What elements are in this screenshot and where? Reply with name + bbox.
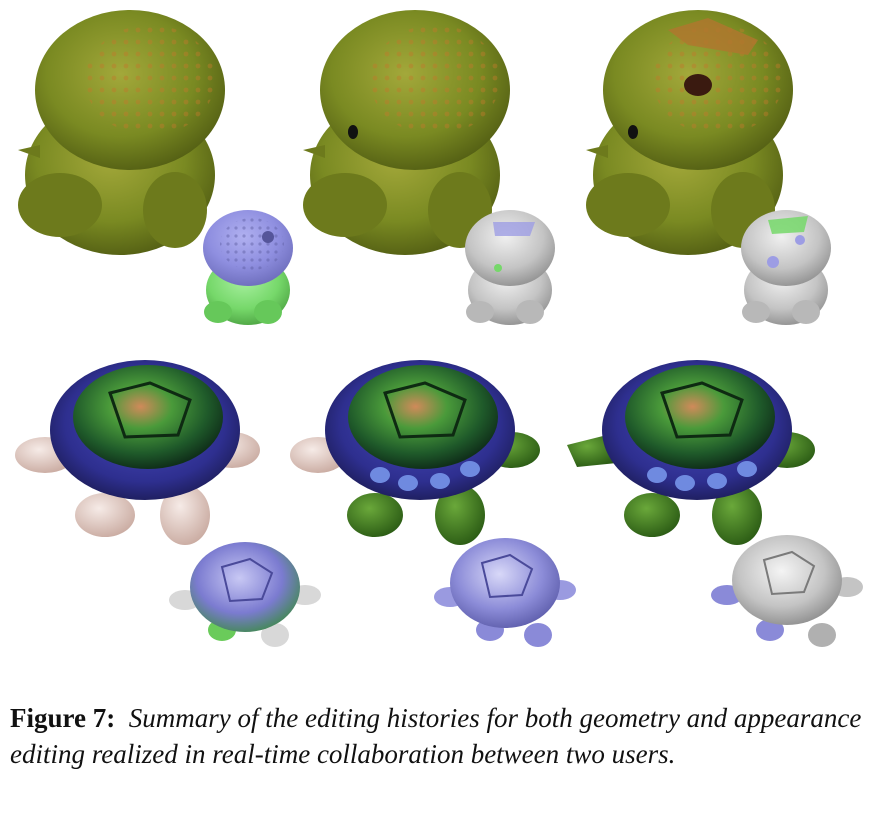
turtle-panel-3 (567, 360, 863, 647)
dino-main-model (18, 10, 225, 255)
dino-thumbnail (741, 210, 831, 325)
turtle-panel-2 (290, 360, 576, 647)
turtle-main-model (567, 360, 815, 545)
turtle-panel-1 (15, 360, 321, 647)
dino-main-model (303, 10, 510, 255)
figure-7-renderings (15, 10, 863, 647)
turtle-thumbnail (169, 542, 321, 647)
turtle-main-model (15, 360, 260, 545)
dino-thumbnail (465, 210, 555, 325)
turtle-thumbnail (711, 535, 863, 647)
turtle-main-model (290, 360, 540, 545)
dino-thumbnail (203, 210, 293, 325)
dino-panel-3 (586, 10, 831, 325)
figure-label: Figure 7: (10, 703, 116, 733)
caption-text: Summary of the editing histories for bot… (10, 703, 862, 769)
dino-main-model (586, 10, 793, 255)
dino-panel-1 (18, 10, 293, 325)
dino-panel-2 (303, 10, 555, 325)
figure-caption: Figure 7: Summary of the editing histori… (10, 700, 870, 772)
turtle-thumbnail (434, 538, 576, 647)
